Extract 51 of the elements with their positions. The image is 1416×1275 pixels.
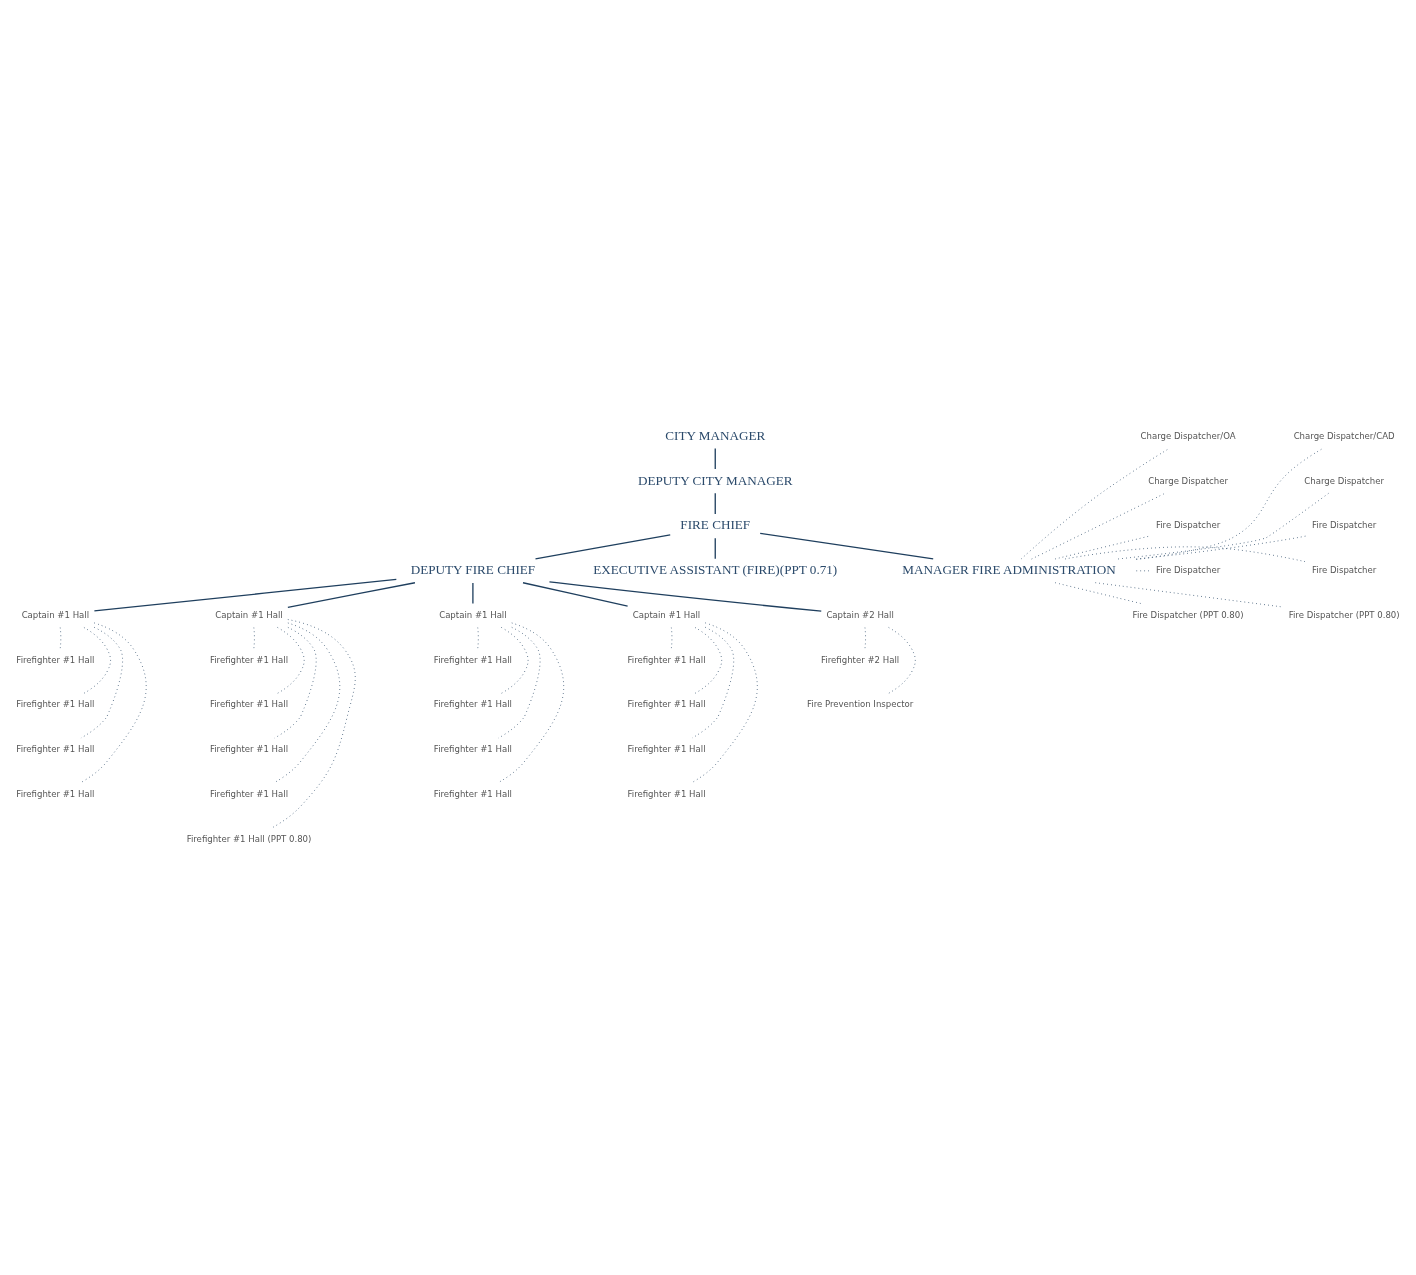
connector	[93, 578, 397, 612]
connector	[522, 581, 629, 607]
node-text: Firefighter #1 Hall	[209, 788, 289, 799]
node-text: Firefighter #1 Hall	[16, 788, 95, 799]
node-text: Firefighter #1 Hall	[16, 654, 95, 665]
node-text: Fire Dispatcher	[1155, 564, 1221, 575]
node-text: Firefighter #1 Hall (PPT 0.80)	[186, 833, 312, 844]
connector	[548, 580, 822, 612]
node-text: Captain #1 Hall	[632, 609, 701, 620]
node-text: Captain #2 Hall	[826, 609, 894, 620]
node-text: Firefighter #1 Hall	[627, 654, 706, 665]
node-text: MANAGER FIRE ADMINISTRATION	[902, 561, 1116, 577]
node-text: FIRE CHIEF	[680, 516, 751, 532]
node-text: Firefighter #1 Hall	[433, 698, 512, 709]
node-text: Charge Dispatcher/OA	[1140, 430, 1236, 441]
node-text: Charge Dispatcher	[1304, 475, 1384, 486]
connector	[714, 492, 716, 515]
node-text: Captain #1 Hall	[439, 609, 507, 620]
node-text: Fire Dispatcher (PPT 0.80)	[1288, 609, 1400, 620]
node-text: Firefighter #1 Hall	[209, 743, 289, 754]
connector	[714, 447, 716, 470]
node-text: Firefighter #1 Hall	[433, 788, 512, 799]
node-text: EXECUTIVE ASSISTANT (FIRE)(PPT 0.71)	[593, 561, 838, 577]
node-text: Captain #1 Hall	[21, 609, 90, 620]
node-text: Firefighter #1 Hall	[627, 788, 706, 799]
node-text: Fire Dispatcher	[1312, 564, 1377, 575]
node-text: Fire Prevention Inspector	[807, 698, 914, 709]
node-text: Firefighter #1 Hall	[209, 698, 289, 709]
node-text: Firefighter #1 Hall	[16, 743, 95, 754]
node-text: Fire Dispatcher (PPT 0.80)	[1132, 609, 1244, 620]
node-text: Firefighter #1 Hall	[16, 698, 95, 709]
node-text: Firefighter #1 Hall	[627, 698, 706, 709]
node-text: Fire Dispatcher	[1155, 519, 1221, 530]
node-text: Firefighter #1 Hall	[433, 743, 512, 754]
connector	[759, 532, 934, 560]
node-text: Firefighter #2 Hall	[821, 654, 900, 665]
node-text: DEPUTY FIRE CHIEF	[410, 561, 536, 577]
connector	[691, 626, 735, 739]
connector	[287, 581, 416, 608]
connector	[534, 533, 671, 560]
node-text: Fire Dispatcher	[1312, 519, 1377, 530]
node-text: Charge Dispatcher/CAD	[1293, 430, 1395, 441]
node-text: Firefighter #1 Hall	[433, 654, 512, 665]
connector	[472, 581, 474, 604]
node-text: Firefighter #1 Hall	[627, 743, 706, 754]
node-text: Charge Dispatcher	[1148, 475, 1228, 486]
node-text: Captain #1 Hall	[215, 609, 283, 620]
node-text: Firefighter #1 Hall	[209, 654, 289, 665]
connector	[714, 536, 716, 559]
node-text: CITY MANAGER	[665, 427, 766, 443]
node-text: DEPUTY CITY MANAGER	[637, 472, 793, 488]
